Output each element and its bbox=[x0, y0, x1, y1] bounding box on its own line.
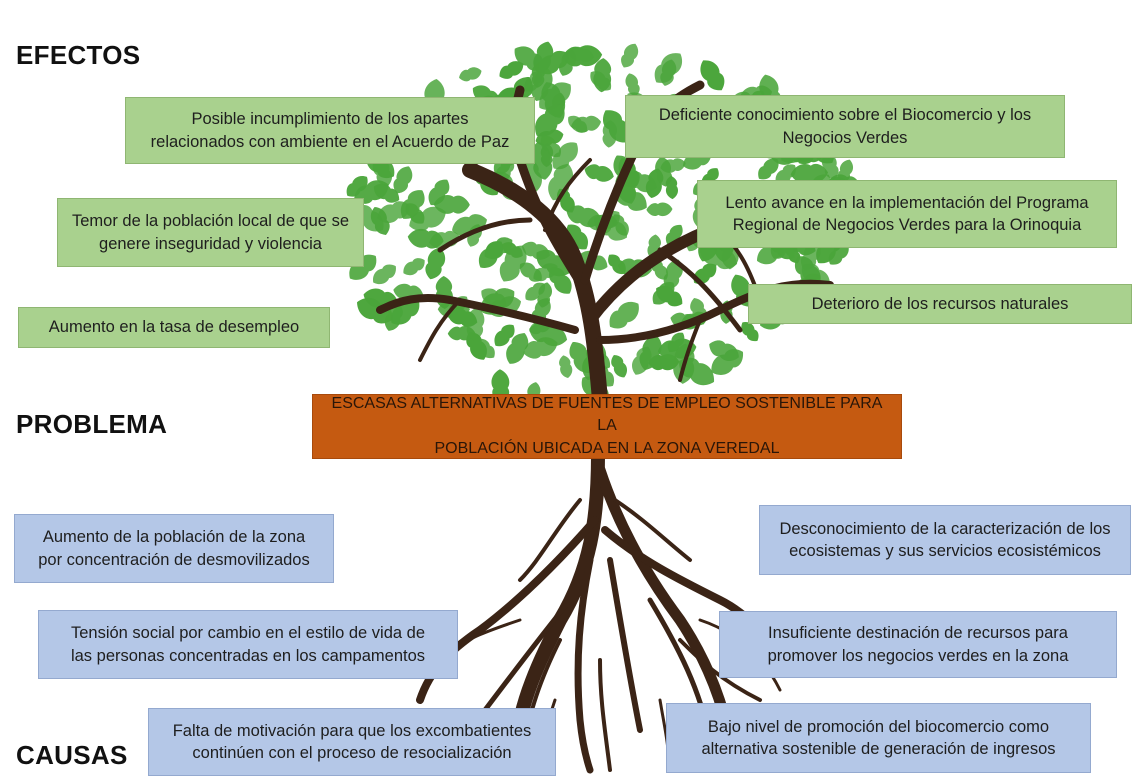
leaf-shape bbox=[828, 242, 849, 265]
cause-box: Insuficiente destinación de recursos par… bbox=[719, 611, 1117, 678]
leaf-shape bbox=[775, 164, 796, 185]
cause-box: Falta de motivación para que los excomba… bbox=[148, 708, 556, 776]
leaf-shape bbox=[521, 241, 550, 260]
leaf-shape bbox=[602, 110, 631, 143]
leaf-shape bbox=[646, 202, 673, 217]
effect-box: Aumento en la tasa de desempleo bbox=[18, 307, 330, 348]
leaf-shape bbox=[790, 163, 829, 184]
leaf-shape bbox=[523, 337, 558, 359]
leaf-shape bbox=[611, 355, 628, 378]
leaf-shape bbox=[660, 59, 677, 86]
leaf-shape bbox=[621, 43, 639, 68]
leaf-shape bbox=[632, 346, 652, 375]
leaf-shape bbox=[800, 241, 821, 271]
leaf-shape bbox=[665, 224, 683, 245]
leaf-shape bbox=[609, 301, 639, 329]
leaf-shape bbox=[741, 322, 759, 342]
leaf-shape bbox=[393, 166, 413, 194]
leaf-shape bbox=[562, 45, 603, 67]
leaf-shape bbox=[400, 190, 425, 219]
leaf-shape bbox=[539, 82, 571, 111]
leaf-shape bbox=[447, 307, 478, 327]
leaf-shape bbox=[568, 115, 588, 133]
problem-box: ESCASAS ALTERNATIVAS DE FUENTES DE EMPLE… bbox=[312, 394, 902, 459]
leaf-shape bbox=[499, 61, 524, 79]
leaf-shape bbox=[502, 242, 523, 258]
leaf-shape bbox=[535, 104, 565, 137]
leaf-shape bbox=[584, 164, 614, 182]
cause-box: Bajo nivel de promoción del biocomercio … bbox=[666, 703, 1091, 773]
leaf-shape bbox=[478, 241, 504, 268]
problem-section-label: PROBLEMA bbox=[16, 409, 168, 439]
leaf-shape bbox=[559, 355, 573, 379]
leaf-shape bbox=[373, 264, 396, 285]
leaf-shape bbox=[346, 176, 368, 197]
leaf-shape bbox=[466, 332, 487, 360]
leaf-shape bbox=[519, 262, 542, 282]
leaf-shape bbox=[494, 324, 515, 347]
leaf-shape bbox=[373, 183, 400, 203]
leaf-shape bbox=[403, 258, 425, 276]
leaf-shape bbox=[428, 179, 450, 206]
effect-box: Deficiente conocimiento sobre el Biocome… bbox=[625, 95, 1065, 158]
leaf-shape bbox=[613, 184, 647, 211]
effect-box: Temor de la población local de que se ge… bbox=[57, 198, 364, 267]
leaf-shape bbox=[425, 247, 446, 280]
cause-box: Tensión social por cambio en el estilo d… bbox=[38, 610, 458, 679]
leaf-shape bbox=[549, 267, 572, 294]
effect-box: Posible incumplimiento de los apartes re… bbox=[125, 97, 535, 164]
effects-section-label: EFECTOS bbox=[16, 40, 141, 70]
effect-box: Lento avance en la implementación del Pr… bbox=[697, 180, 1117, 248]
leaf-shape bbox=[667, 332, 685, 353]
effect-box: Deterioro de los recursos naturales bbox=[748, 284, 1132, 324]
leaf-shape bbox=[656, 285, 683, 307]
leaf-shape bbox=[506, 333, 529, 364]
leaf-shape bbox=[538, 50, 569, 75]
leaf-shape bbox=[566, 224, 589, 250]
leaf-shape bbox=[709, 340, 739, 361]
leaf-shape bbox=[525, 282, 546, 301]
leaf-shape bbox=[663, 259, 683, 290]
leaf-shape bbox=[569, 341, 593, 373]
leaf-shape bbox=[535, 129, 564, 147]
leaf-shape bbox=[700, 60, 725, 91]
leaf-shape bbox=[552, 142, 578, 170]
leaf-shape bbox=[608, 254, 626, 275]
cause-box: Desconocimiento de la caracterización de… bbox=[759, 505, 1131, 575]
leaf-shape bbox=[593, 58, 612, 93]
leaf-shape bbox=[625, 73, 640, 97]
leaf-shape bbox=[655, 156, 673, 187]
leaf-shape bbox=[459, 67, 482, 82]
causes-section-label: CAUSAS bbox=[16, 740, 128, 770]
leaf-shape bbox=[758, 158, 779, 180]
leaf-shape bbox=[349, 254, 377, 280]
leaf-shape bbox=[391, 299, 420, 325]
leaf-shape bbox=[540, 143, 554, 168]
cause-box: Aumento de la población de la zona por c… bbox=[14, 514, 334, 583]
